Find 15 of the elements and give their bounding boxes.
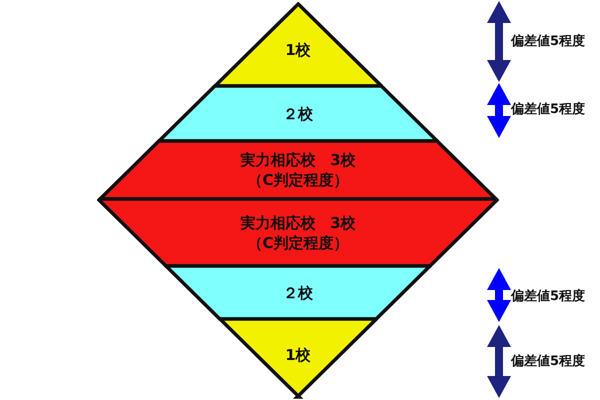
pyramid-band — [218, 317, 378, 399]
band-label: 1校 — [285, 345, 311, 365]
range-label: 偏差値5程度 — [511, 289, 586, 305]
range-label: 偏差値5程度 — [511, 34, 586, 50]
band-label: ２校 — [282, 104, 313, 124]
pyramid-band — [97, 197, 499, 268]
band-label: （C判定程度） — [247, 232, 348, 252]
band-label: 実力相応校 3校 — [240, 150, 356, 170]
band-label: （C判定程度） — [247, 170, 348, 190]
band-label: 1校 — [285, 40, 311, 60]
pyramid-band — [164, 264, 432, 321]
range-label: 偏差値5程度 — [511, 102, 586, 118]
band-label: 実力相応校 3校 — [240, 212, 356, 232]
band-label: ２校 — [282, 282, 313, 302]
range-label: 偏差値5程度 — [511, 354, 586, 370]
